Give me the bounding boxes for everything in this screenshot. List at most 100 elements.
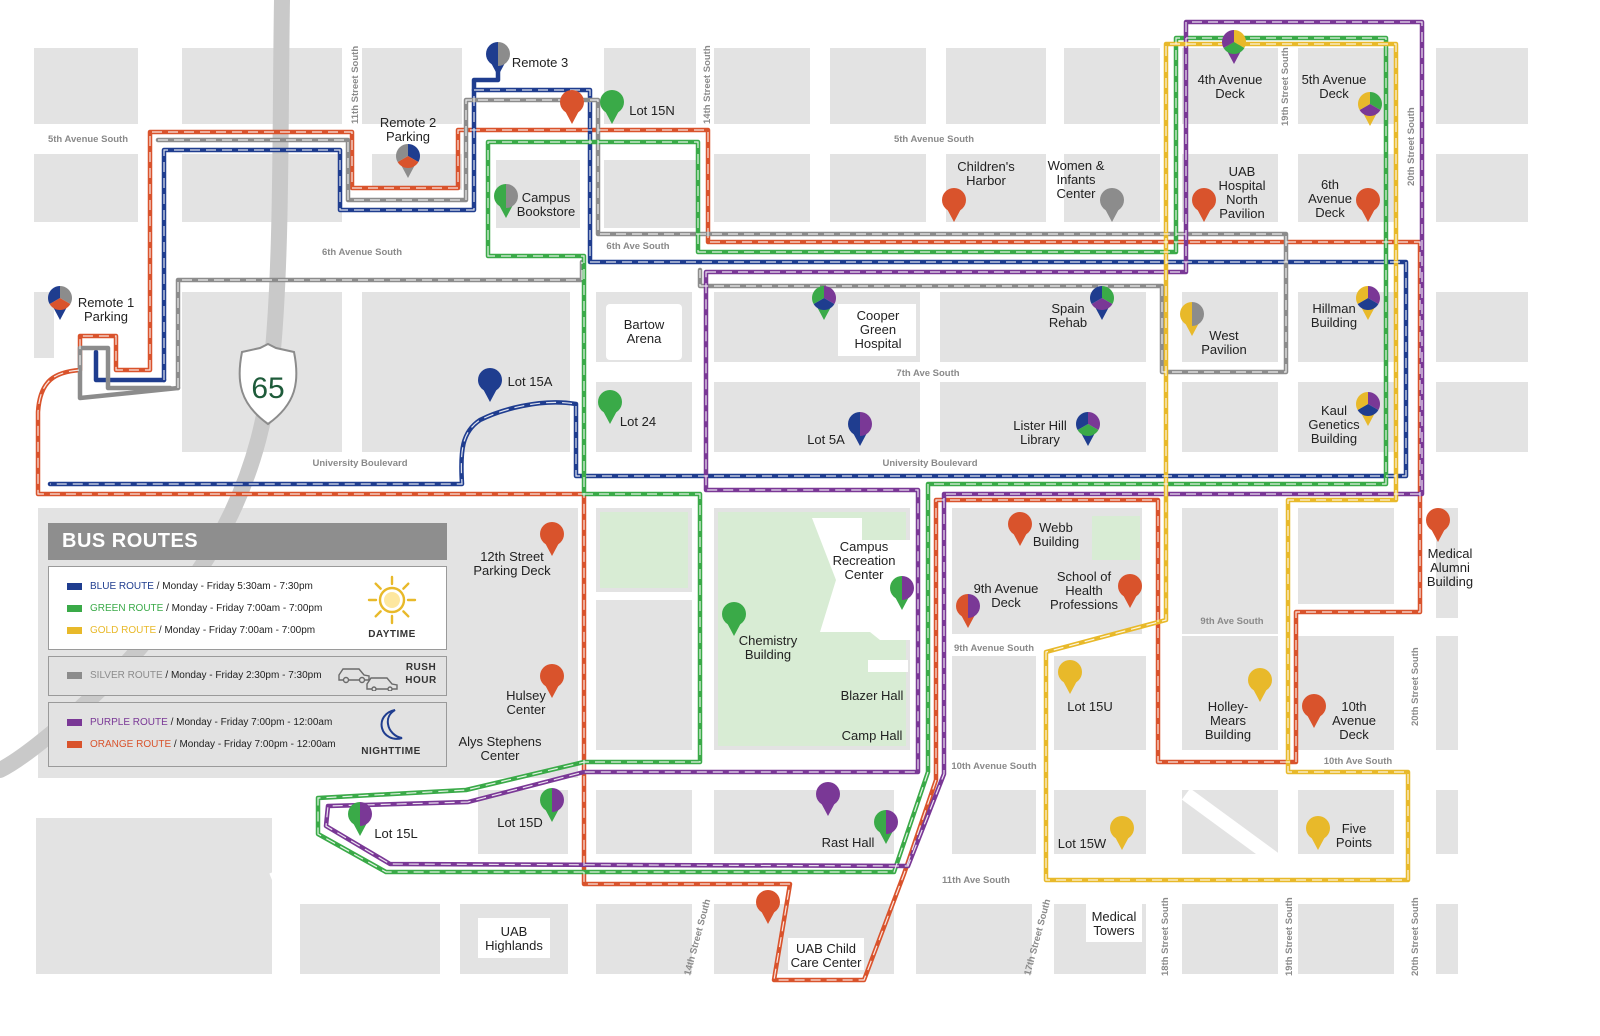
label-west-pavilion-line2: Pavilion [1201, 342, 1247, 357]
map-pin-icon [1192, 188, 1216, 222]
map-pin-icon [848, 412, 872, 446]
map-pin-icon [1180, 302, 1204, 336]
label-holley-line3: Building [1205, 727, 1251, 742]
map-pin-icon [348, 802, 372, 836]
street-19th-st-north: 19th Street South [1280, 47, 1291, 126]
label-10th-ave-deck-line3: Deck [1339, 727, 1369, 742]
legend-row-green: GREEN ROUTE / Monday - Friday 7:00am - 7… [67, 603, 322, 614]
legend-nighttime-label: NIGHTTIME [361, 746, 421, 757]
map-pin-icon [494, 184, 518, 218]
legend-row-gold: GOLD ROUTE / Monday - Friday 7:00am - 7:… [67, 625, 315, 636]
street-5th-ave-west: 5th Avenue South [48, 134, 128, 145]
label-child-care-line1: UAB Child [796, 941, 856, 956]
map-pin-icon [1090, 286, 1114, 320]
label-medical-alumni-line2: Alumni [1430, 560, 1470, 575]
label-women-line2: Infants [1056, 172, 1096, 187]
label-webb-line2: Building [1033, 534, 1079, 549]
map-pin-icon [540, 522, 564, 556]
legend-route-schedule: / Monday - Friday 5:30am - 7:30pm [153, 581, 313, 592]
label-cooper-line1: Cooper [857, 308, 900, 323]
map-pin-icon [1118, 574, 1142, 608]
street-6th-ave-west: 6th Avenue South [322, 247, 402, 258]
map-pin-icon [396, 144, 420, 178]
label-camp-hall: Camp Hall [842, 728, 903, 743]
street-10th-ave-a: 10th Avenue South [951, 761, 1037, 772]
map-pin-icon [540, 664, 564, 698]
map-pin-icon [560, 90, 584, 124]
map-pin-icon [1110, 816, 1134, 850]
street-20th-st-north: 20th Street South [1406, 107, 1417, 186]
label-spain-line2: Rehab [1049, 315, 1087, 330]
map-pin-icon [600, 90, 624, 124]
label-medical-alumni-line1: Medical [1428, 546, 1473, 561]
legend-route-schedule: / Monday - Friday 7:00am - 7:00pm [156, 625, 316, 636]
label-10th-ave-deck-line1: 10th [1341, 699, 1366, 714]
map-pin-icon [48, 286, 72, 320]
street-11th-ave: 11th Ave South [942, 875, 1010, 886]
label-rec-center-line2: Recreation [833, 553, 896, 568]
bus-stop-pins [48, 30, 1450, 924]
label-medical-alumni-line3: Building [1427, 574, 1473, 589]
label-women-line3: Center [1056, 186, 1096, 201]
map-pin-icon [816, 782, 840, 816]
label-chemistry-line2: Building [745, 647, 791, 662]
label-plates [478, 304, 1142, 970]
label-cooper-line3: Hospital [855, 336, 902, 351]
map-pin-icon [1076, 412, 1100, 446]
legend-route-name: PURPLE ROUTE [90, 717, 168, 728]
map-pin-icon [812, 286, 836, 320]
label-lister-hill-line1: Lister Hill [1013, 418, 1067, 433]
label-five-points-line2: Points [1336, 835, 1373, 850]
legend-swatch-purple [67, 718, 82, 726]
street-18th-st: 18th Street South [1160, 897, 1171, 976]
label-five-points-line1: Five [1342, 821, 1367, 836]
map-pin-icon [1356, 286, 1380, 320]
label-uab-hospital-line4: Pavilion [1219, 206, 1265, 221]
legend-row-blue: BLUE ROUTE / Monday - Friday 5:30am - 7:… [67, 581, 313, 592]
label-holley-line1: Holley- [1208, 699, 1248, 714]
label-blazer-hall: Blazer Hall [841, 688, 904, 703]
map-pin-icon [956, 594, 980, 628]
legend-row-orange: ORANGE ROUTE / Monday - Friday 7:00pm - … [67, 739, 336, 750]
diagonal-roads [269, 788, 1281, 887]
label-4th-ave-deck-line2: Deck [1215, 86, 1245, 101]
label-lot-5a: Lot 5A [807, 432, 845, 447]
legend-row-purple: PURPLE ROUTE / Monday - Friday 7:00pm - … [67, 717, 332, 728]
label-bookstore-line2: Bookstore [517, 204, 576, 219]
legend-swatch-green [67, 604, 82, 612]
map-pin-icon [1222, 30, 1246, 64]
map-pin-icon [1248, 668, 1272, 702]
street-20th-st-mid: 20th Street South [1410, 647, 1421, 726]
label-childrens-line2: Harbor [966, 173, 1006, 188]
label-bartow-line2: Arena [627, 331, 662, 346]
label-remote-2-line1: Remote 2 [380, 115, 436, 130]
label-hillman-line1: Hillman [1312, 301, 1355, 316]
legend-rush-label-1: RUSH [405, 662, 437, 673]
street-9th-ave-b: 9th Ave South [1200, 616, 1263, 627]
building-footprint [868, 660, 908, 672]
map-pin-icon [1356, 188, 1380, 222]
interstate-shield-icon: 65 [238, 342, 298, 426]
map-pin-icon [890, 576, 914, 610]
map-pin-icon [756, 890, 780, 924]
legend-route-name: SILVER ROUTE [90, 670, 163, 681]
label-uab-highlands-line1: UAB [501, 924, 528, 939]
label-lot-15d: Lot 15D [497, 815, 543, 830]
street-10th-ave-b: 10th Ave South [1324, 756, 1393, 767]
label-lot-24: Lot 24 [620, 414, 656, 429]
label-lot-15a: Lot 15A [508, 374, 553, 389]
bus-routes-legend: BUS ROUTES BLUE ROUTE / Monday - Friday … [48, 523, 447, 767]
map-pin-icon [942, 188, 966, 222]
label-10th-ave-deck-line2: Avenue [1332, 713, 1376, 728]
label-remote-1-line2: Parking [84, 309, 128, 324]
street-11th-st: 11th Street South [350, 46, 361, 124]
label-rec-center-line1: Campus [840, 539, 889, 554]
label-kaul-line3: Building [1311, 431, 1357, 446]
street-20th-st-south: 20th Street South [1410, 897, 1421, 976]
label-12th-st-deck-line1: 12th Street [480, 549, 544, 564]
legend-rush-label-2: HOUR [405, 675, 437, 686]
map-pin-icon [1302, 694, 1326, 728]
map-pin-icon [1058, 660, 1082, 694]
recreation-center-footprint [812, 518, 910, 640]
